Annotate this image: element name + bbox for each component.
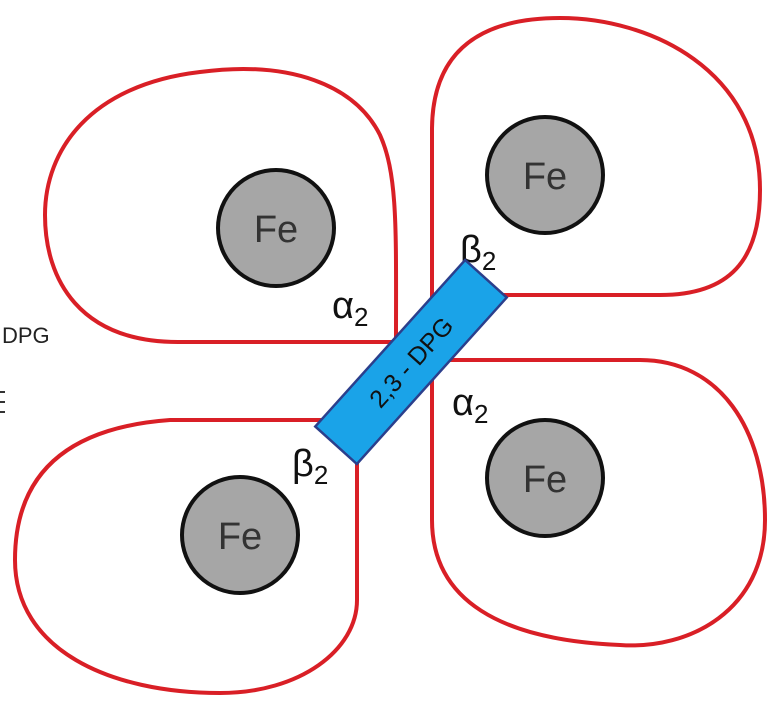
fe-lower-left: Fe	[180, 475, 300, 595]
chain-subscript: 2	[482, 246, 496, 276]
iron-atom-icon	[485, 418, 605, 538]
fe-label-lower-left: Fe	[218, 516, 262, 558]
fe-label-upper-left: Fe	[254, 209, 298, 251]
iron-atom-icon	[180, 475, 300, 595]
chain-symbol: β	[292, 443, 314, 485]
edge-fragment-label: DPG	[2, 323, 50, 348]
edge-fragment-mark	[0, 391, 5, 413]
chain-label-lower-left: β2	[292, 443, 328, 490]
fe-label-lower-right: Fe	[523, 459, 567, 501]
chain-subscript: 2	[474, 399, 488, 429]
iron-atom-icon	[485, 115, 605, 235]
fe-label-upper-right: Fe	[523, 156, 567, 198]
chain-label-upper-left: α2	[332, 285, 368, 332]
chain-subscript: 2	[354, 302, 368, 332]
iron-atom-icon	[216, 168, 336, 288]
chain-label-lower-right: α2	[452, 382, 488, 429]
chain-symbol: α	[452, 382, 474, 424]
chain-symbol: α	[332, 285, 354, 327]
fe-upper-right: Fe	[485, 115, 605, 235]
dpg-box	[313, 258, 509, 466]
fe-upper-left: Fe	[216, 168, 336, 288]
fe-lower-right: Fe	[485, 418, 605, 538]
chain-subscript: 2	[314, 460, 328, 490]
